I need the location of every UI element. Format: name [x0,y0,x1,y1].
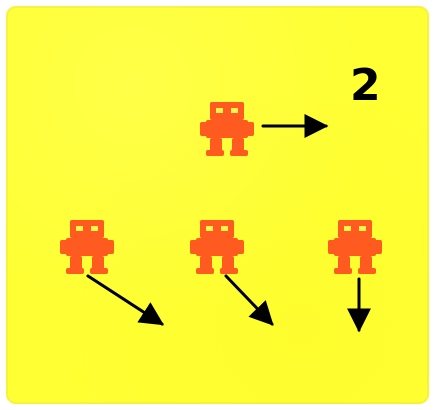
robot-icon [200,98,254,158]
arrow-down-right-left [88,276,162,324]
robot-bottom-middle [190,216,244,276]
robot-top [200,98,254,158]
robot-bottom-right [328,216,382,276]
arrow-down-right-middle [226,276,272,324]
game-panel: 2 [6,6,429,404]
robot-bottom-left [60,216,114,276]
robot-icon [60,216,114,276]
robot-icon [328,216,382,276]
robot-icon [190,216,244,276]
panel-number: 2 [350,64,381,108]
